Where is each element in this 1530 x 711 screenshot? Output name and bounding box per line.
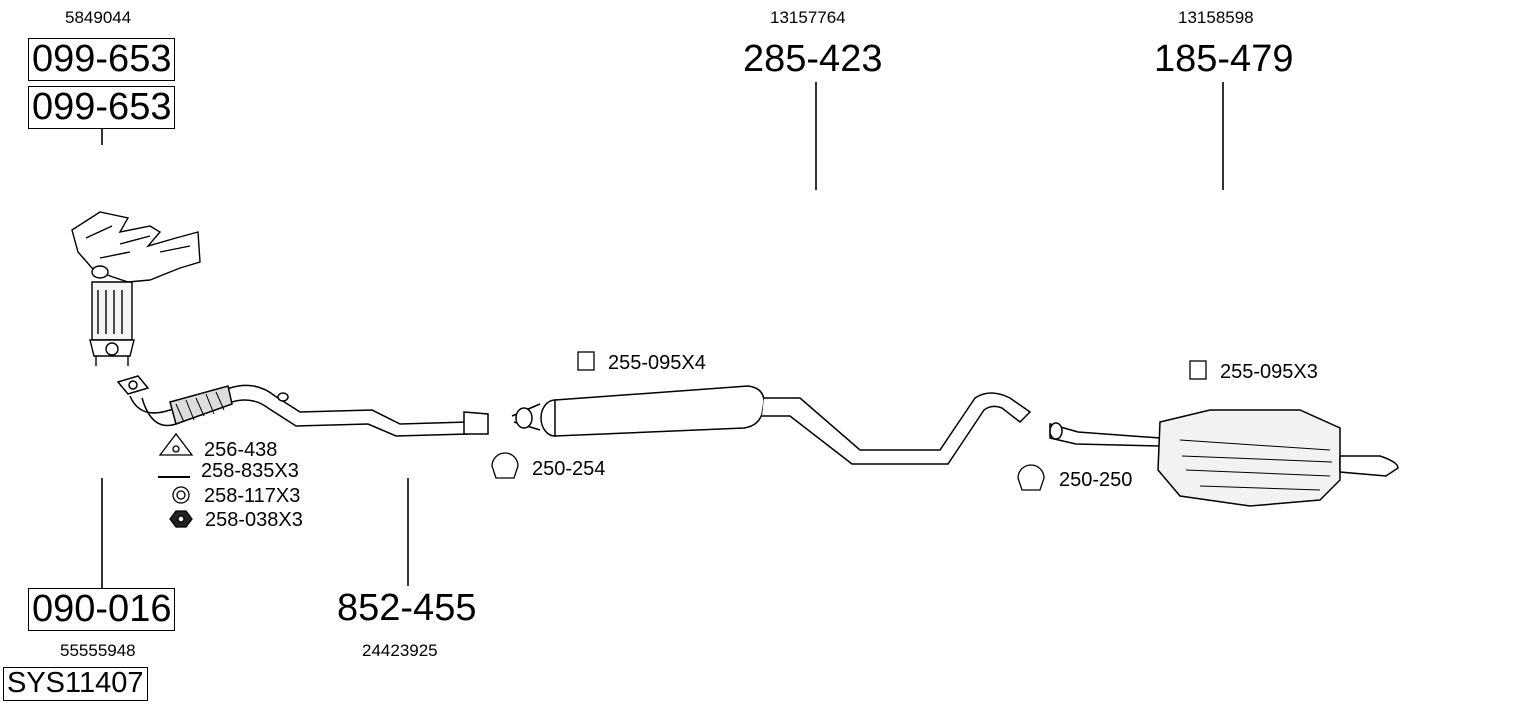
accessory-icons	[158, 351, 1207, 528]
part-number-front-pipe[interactable]: 852-455	[337, 587, 477, 629]
clamp-rear-icon	[1017, 464, 1045, 491]
oe-number-catalyst: 55555948	[60, 641, 136, 660]
part-number-manifold-2[interactable]: 099-653	[28, 86, 176, 129]
accessory-clamp-rear[interactable]: 250-250	[1059, 469, 1133, 491]
accessory-clamp-front[interactable]: 250-254	[532, 458, 606, 480]
accessory-gasket[interactable]: 256-438	[204, 439, 278, 461]
part-number-middle-silencer[interactable]: 285-423	[743, 38, 883, 80]
mount-mid-icon	[577, 351, 595, 371]
part-number-catalyst[interactable]: 090-016	[28, 588, 176, 631]
accessory-spring[interactable]: 258-117X3	[204, 485, 301, 507]
oe-number-rear-silencer: 13158598	[1178, 8, 1254, 27]
part-number-rear-silencer[interactable]: 185-479	[1154, 38, 1294, 80]
oe-number-front-pipe: 24423925	[362, 641, 438, 660]
rear-silencer-drawing	[1049, 409, 1399, 507]
front-pipe-drawing	[116, 375, 489, 437]
manifold-catalyst-drawing	[71, 211, 201, 366]
clamp-front-icon	[491, 452, 519, 479]
accessory-rubber-mount-rear[interactable]: 255-095X3	[1220, 361, 1318, 383]
accessory-bolt[interactable]: 258-835X3	[201, 460, 299, 482]
accessory-nut[interactable]: 258-038X3	[205, 509, 303, 531]
oe-number-middle-silencer: 13157764	[770, 8, 846, 27]
middle-silencer-drawing	[511, 385, 1032, 465]
mount-rear-icon	[1189, 360, 1207, 380]
part-number-manifold-1[interactable]: 099-653	[28, 38, 176, 81]
system-number[interactable]: SYS11407	[3, 667, 148, 701]
gasket-icon	[158, 432, 194, 456]
oe-number-manifold: 5849044	[65, 8, 132, 27]
accessory-rubber-mount-mid[interactable]: 255-095X4	[608, 352, 706, 374]
